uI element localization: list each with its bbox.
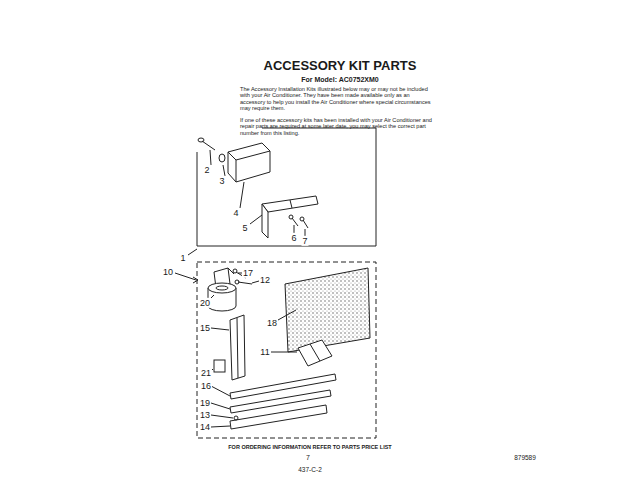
document-number: 879589 bbox=[514, 454, 536, 461]
kit-frame bbox=[197, 128, 376, 246]
callout-number: 17 bbox=[242, 268, 254, 278]
support-bar bbox=[230, 315, 245, 380]
leg-bracket bbox=[298, 340, 332, 366]
page-number: 7 bbox=[306, 454, 310, 462]
mounting-bracket bbox=[228, 143, 270, 182]
washer bbox=[219, 154, 225, 162]
callout-number: 16 bbox=[200, 381, 212, 391]
model-number: For Model: AC0752XM0 bbox=[301, 76, 379, 84]
note-text: The Accessory Installation Kits illustra… bbox=[240, 86, 435, 112]
screw bbox=[289, 215, 308, 228]
leader-line bbox=[175, 150, 305, 427]
callout-number: 6 bbox=[290, 233, 297, 243]
callout-number: 11 bbox=[259, 347, 270, 357]
filter-panel bbox=[285, 268, 370, 352]
note-text: If one of these accessory kits has been … bbox=[240, 117, 435, 136]
document-code: 437-C-2 bbox=[298, 466, 321, 473]
callout-number: 12 bbox=[259, 275, 271, 285]
footer-note: FOR ORDERING INFORMATION REFER TO PARTS … bbox=[228, 444, 391, 450]
callout-number: 7 bbox=[301, 236, 308, 246]
callout-number: 18 bbox=[266, 318, 278, 328]
callout-number: 14 bbox=[199, 422, 211, 432]
clip bbox=[214, 360, 225, 372]
callout-number: 3 bbox=[218, 176, 225, 186]
callout-number: 19 bbox=[199, 398, 211, 408]
angle-bracket bbox=[262, 196, 318, 238]
callout-number: 13 bbox=[199, 410, 211, 420]
rail bbox=[230, 405, 327, 429]
callout-number: 10 bbox=[162, 267, 174, 277]
callout-number: 21 bbox=[200, 368, 212, 378]
callout-number: 5 bbox=[241, 223, 248, 233]
callout-number: 15 bbox=[199, 323, 211, 333]
foam-roll bbox=[208, 283, 236, 311]
callout-number: 4 bbox=[232, 208, 239, 218]
page-title: ACCESSORY KIT PARTS bbox=[264, 59, 417, 74]
callout-number: 20 bbox=[199, 298, 211, 308]
screw bbox=[234, 416, 238, 420]
kit-frame bbox=[197, 262, 376, 438]
callout-number: 1 bbox=[179, 253, 186, 263]
screw bbox=[198, 138, 215, 150]
callout-number: 2 bbox=[203, 165, 210, 175]
